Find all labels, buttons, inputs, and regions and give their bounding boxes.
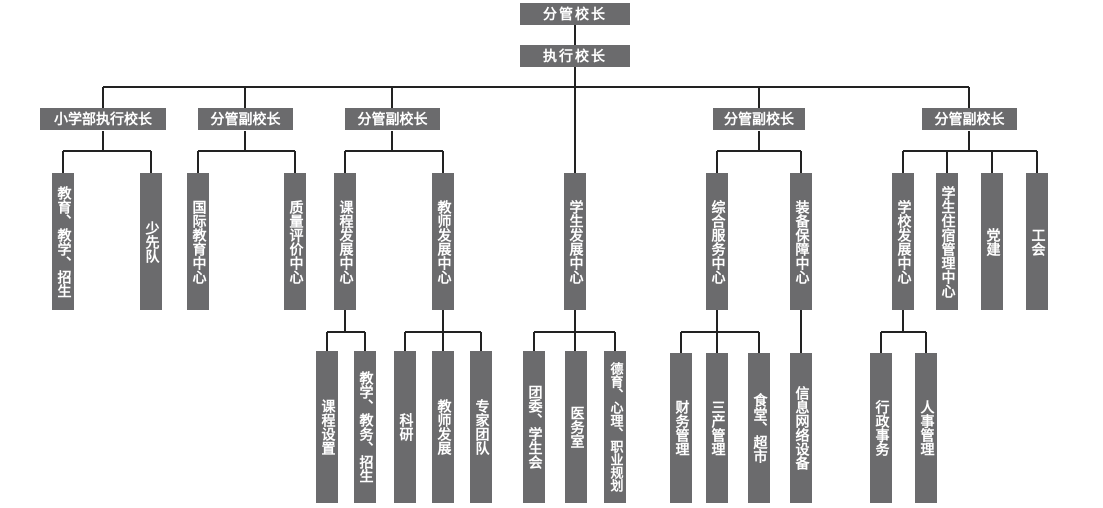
node-vice-principal-3: 分管副校长: [713, 108, 805, 130]
node-curriculum-setting: 课程设置: [316, 351, 338, 503]
node-teaching-affairs: 教学、教务、招生: [354, 351, 376, 503]
node-moral-psych-career: 德育、心理、职业规划: [604, 351, 626, 503]
node-student-dormitory: 学生住宿管理中心: [936, 173, 958, 310]
node-general-services: 综合服务中心: [706, 173, 728, 310]
node-industry-management: 三产管理: [706, 353, 728, 503]
node-primary-executive-principal: 小学部执行校长: [40, 108, 166, 130]
node-equipment-support: 装备保障中心: [790, 173, 812, 310]
node-finance: 财务管理: [670, 353, 692, 503]
node-executive-principal: 执行校长: [520, 45, 630, 67]
node-young-pioneers: 少先队: [140, 173, 162, 310]
node-international-education: 国际教育中心: [187, 173, 209, 310]
node-vice-principal-1: 分管副校长: [198, 108, 293, 130]
node-party-building: 党建: [981, 173, 1003, 310]
node-youth-league: 团委、学生会: [523, 351, 545, 503]
node-expert-team: 专家团队: [470, 351, 492, 503]
node-administration: 行政事务: [870, 353, 892, 503]
node-student-development: 学生发展中心: [564, 173, 586, 310]
node-network-equipment: 信息网络设备: [790, 353, 812, 503]
node-canteen-supermarket: 食堂、超市: [748, 353, 770, 503]
node-education-enrollment: 教育、教学、招生: [52, 173, 74, 310]
node-teacher-development-center: 教师发展中心: [432, 173, 454, 310]
node-quality-evaluation: 质量评价中心: [284, 173, 306, 310]
node-teacher-development: 教师发展: [432, 351, 454, 503]
node-trade-union: 工会: [1026, 173, 1048, 310]
node-research: 科研: [394, 351, 416, 503]
node-curriculum-development: 课程发展中心: [334, 173, 356, 310]
node-clinic: 医务室: [565, 351, 587, 503]
node-vice-principal-4: 分管副校长: [922, 108, 1017, 130]
node-school-development: 学校发展中心: [892, 173, 914, 310]
node-human-resources: 人事管理: [915, 353, 937, 503]
node-principal-in-charge: 分管校长: [520, 3, 630, 25]
node-vice-principal-2: 分管副校长: [345, 108, 440, 130]
